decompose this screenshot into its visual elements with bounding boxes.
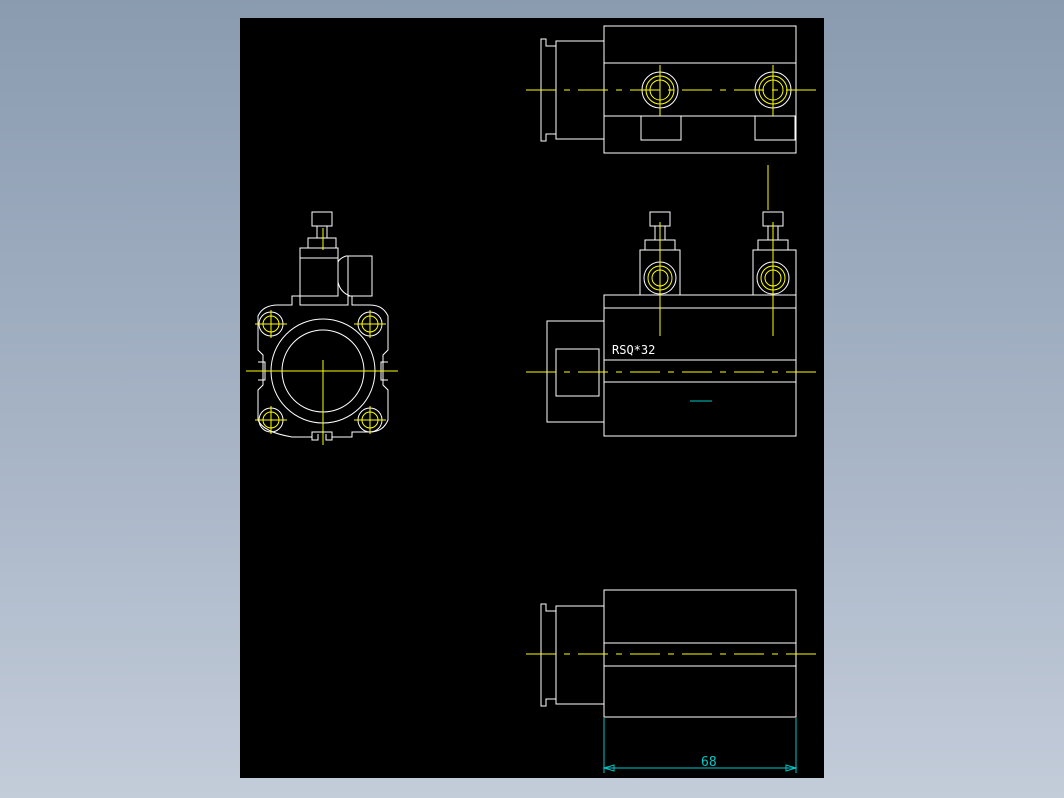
cad-viewport[interactable]: RSQ*32: [240, 18, 824, 778]
dimension-68: 68: [602, 718, 798, 773]
part-label: RSQ*32: [612, 343, 655, 357]
cad-drawing: RSQ*32: [246, 25, 818, 773]
dimension-label: 68: [701, 755, 717, 770]
end-view: [246, 211, 398, 445]
speed-controller-right: [752, 211, 797, 296]
front-view: RSQ*32: [526, 165, 818, 437]
bottom-view: [526, 589, 818, 718]
top-view: [526, 25, 818, 154]
